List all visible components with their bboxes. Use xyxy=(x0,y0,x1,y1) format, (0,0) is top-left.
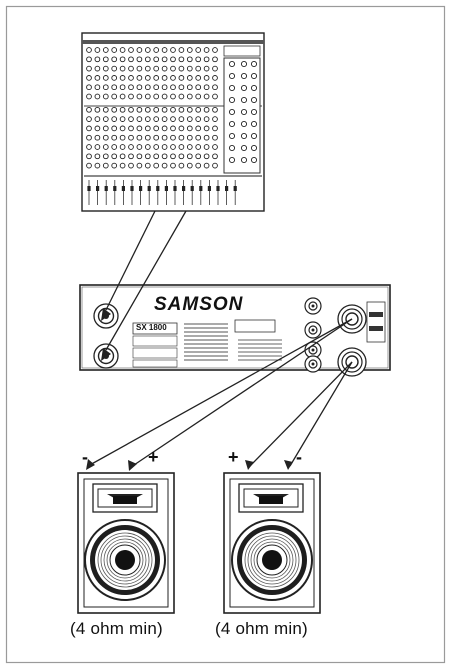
amplifier-rear-panel xyxy=(79,284,391,377)
speaker-left-woofer xyxy=(84,519,166,601)
speaker-right-minus-sign: - xyxy=(296,447,302,467)
speaker-right xyxy=(223,472,321,614)
speaker-right-caption: (4 ohm min) xyxy=(215,619,308,638)
speaker-cables xyxy=(87,318,353,468)
diagram-border xyxy=(5,5,446,664)
speaker-left xyxy=(77,472,175,614)
amp-binding-posts xyxy=(304,297,322,373)
speaker-left-plus-sign: + xyxy=(148,447,159,467)
speaker-right-woofer xyxy=(231,519,313,601)
amp-fine-print xyxy=(184,323,282,361)
amp-model-label: SX 1800 xyxy=(136,323,167,332)
speaker-left-minus-sign: - xyxy=(82,447,88,467)
amp-brand-logo: SAMSON xyxy=(154,294,244,315)
speaker-left-caption: (4 ohm min) xyxy=(70,619,163,638)
speaker-right-plus-sign: + xyxy=(228,447,239,467)
cable-arrowheads xyxy=(86,308,293,471)
mixer-channel-knobs xyxy=(86,47,218,169)
mixer-faders xyxy=(87,180,237,205)
signal-cables xyxy=(105,210,187,351)
mixer-console xyxy=(81,32,265,212)
